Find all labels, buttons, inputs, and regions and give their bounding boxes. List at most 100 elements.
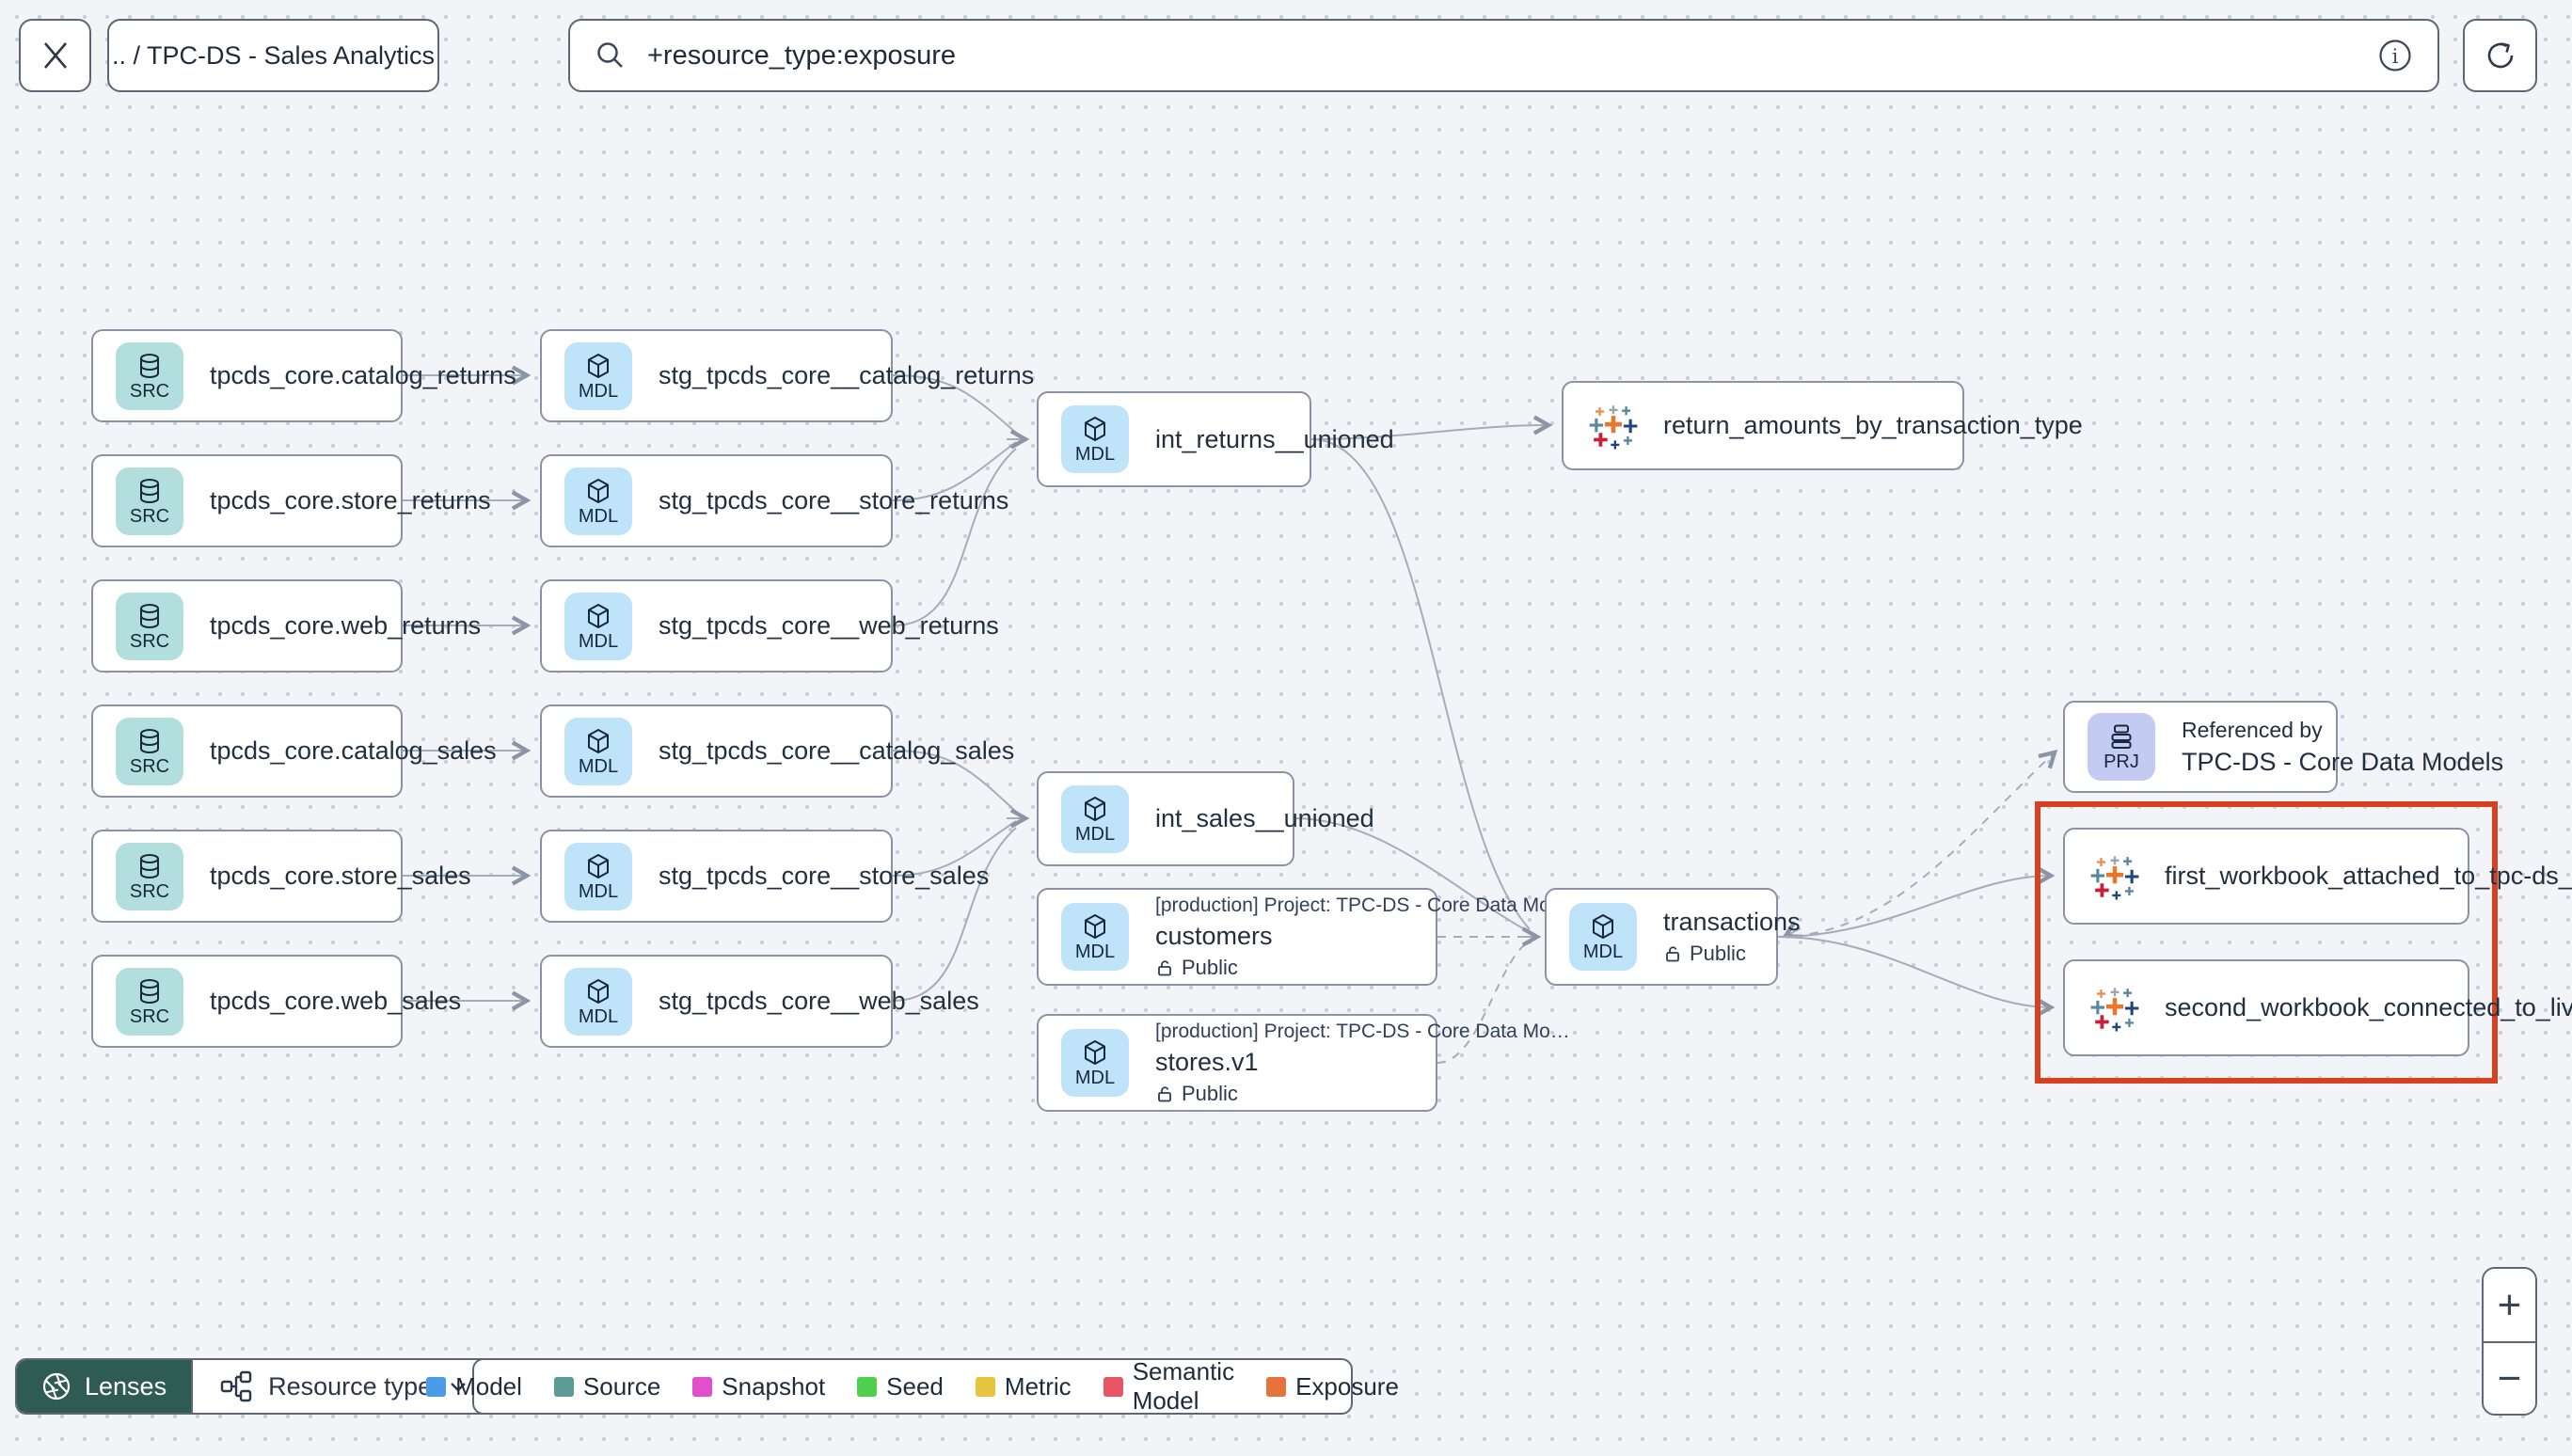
- node-project-reference[interactable]: PRJ Referenced by TPC-DS - Core Data Mod…: [2063, 701, 2503, 793]
- info-icon[interactable]: i: [2377, 38, 2413, 73]
- node-customers[interactable]: MDL [production] Project: TPC-DS - Core …: [1037, 888, 1570, 986]
- tableau-icon: [2090, 987, 2139, 1031]
- node-source-store-returns[interactable]: SRC tpcds_core.store_returns: [91, 454, 491, 547]
- node-source-catalog-returns[interactable]: SRC tpcds_core.catalog_returns: [91, 329, 516, 422]
- badge-label: SRC: [129, 505, 170, 527]
- node-access: Public: [1155, 956, 1570, 980]
- node-title: stg_tpcds_core__web_sales: [659, 987, 979, 1015]
- badge-label: MDL: [578, 880, 619, 902]
- node-int-returns-unioned[interactable]: MDL int_returns__unioned: [1037, 391, 1394, 487]
- node-exposure-first-workbook[interactable]: first_workbook_attached_to_tpc-ds_-_…: [2063, 828, 2572, 925]
- database-icon: [140, 353, 159, 378]
- node-title: second_workbook_connected_to_live…: [2165, 993, 2572, 1021]
- model-badge: MDL: [564, 592, 632, 660]
- search-input[interactable]: [645, 39, 2358, 72]
- node-source-store-sales[interactable]: SRC tpcds_core.store_sales: [91, 830, 471, 923]
- legend-item-semantic-model: Semantic Model: [1103, 1357, 1234, 1416]
- node-stg-web-returns[interactable]: MDL stg_tpcds_core__web_returns: [540, 579, 999, 673]
- source-swatch: [553, 1376, 574, 1397]
- legend-item-metric: Metric: [975, 1372, 1072, 1401]
- node-stg-catalog-sales[interactable]: MDL stg_tpcds_core__catalog_sales: [540, 704, 1014, 798]
- access-label: Public: [1182, 1081, 1238, 1105]
- legend-item-exposure: Exposure: [1266, 1372, 1399, 1401]
- node-title: int_sales__unioned: [1155, 804, 1374, 832]
- model-badge: MDL: [564, 717, 632, 785]
- badge-label: MDL: [1582, 942, 1624, 962]
- refresh-button[interactable]: [2463, 19, 2537, 92]
- snapshot-swatch: [692, 1376, 713, 1397]
- node-title: stg_tpcds_core__store_sales: [659, 862, 990, 890]
- cube-icon: [588, 978, 609, 1004]
- badge-label: SRC: [129, 380, 170, 402]
- badge-label: MDL: [578, 1005, 619, 1027]
- badge-label: MDL: [1074, 942, 1116, 962]
- node-exposure-second-workbook[interactable]: second_workbook_connected_to_live…: [2063, 959, 2572, 1056]
- node-transactions[interactable]: MDL transactions Public: [1545, 888, 1801, 986]
- cube-icon: [1085, 417, 1105, 441]
- seed-swatch: [857, 1376, 878, 1397]
- close-icon: [43, 42, 67, 69]
- node-stg-store-returns[interactable]: MDL stg_tpcds_core__store_returns: [540, 454, 1008, 547]
- node-source-catalog-sales[interactable]: SRC tpcds_core.catalog_sales: [91, 704, 497, 798]
- badge-label: PRJ: [2104, 752, 2139, 772]
- badge-label: MDL: [578, 505, 619, 527]
- source-badge: SRC: [116, 341, 183, 410]
- database-icon: [140, 478, 159, 503]
- search-bar: i: [568, 19, 2439, 92]
- archive-icon: [2111, 724, 2132, 749]
- node-stg-web-sales[interactable]: MDL stg_tpcds_core__web_sales: [540, 955, 979, 1048]
- node-exposure-return-amounts[interactable]: return_amounts_by_transaction_type: [1562, 381, 2083, 470]
- node-title: return_amounts_by_transaction_type: [1663, 411, 2083, 439]
- node-stores-v1[interactable]: MDL [production] Project: TPC-DS - Core …: [1037, 1014, 1570, 1112]
- breadcrumb[interactable]: .. / TPC-DS - Sales Analytics: [107, 19, 439, 92]
- badge-label: SRC: [129, 755, 170, 777]
- source-badge: SRC: [116, 842, 183, 910]
- node-source-web-sales[interactable]: SRC tpcds_core.web_sales: [91, 955, 461, 1048]
- cube-icon: [588, 353, 609, 378]
- node-title: int_returns__unioned: [1155, 424, 1394, 453]
- access-label: Public: [1182, 955, 1238, 979]
- source-badge: SRC: [116, 592, 183, 660]
- node-stg-catalog-returns[interactable]: MDL stg_tpcds_core__catalog_returns: [540, 329, 1034, 422]
- node-project-subtitle: [production] Project: TPC-DS - Core Data…: [1155, 1020, 1570, 1042]
- svg-text:i: i: [2392, 45, 2399, 68]
- node-source-web-returns[interactable]: SRC tpcds_core.web_returns: [91, 579, 481, 673]
- cube-icon: [1085, 796, 1105, 821]
- project-badge: PRJ: [2088, 713, 2155, 781]
- model-badge: MDL: [1061, 903, 1129, 971]
- source-badge: SRC: [116, 967, 183, 1036]
- breadcrumb-label: .. / TPC-DS - Sales Analytics: [111, 40, 436, 70]
- lineage-icon: [220, 1370, 252, 1402]
- node-title: stg_tpcds_core__store_returns: [659, 486, 1009, 514]
- database-icon: [140, 978, 159, 1004]
- highlight-rectangle: [2035, 801, 2498, 1084]
- badge-label: MDL: [578, 380, 619, 402]
- model-badge: MDL: [1569, 903, 1637, 971]
- node-access: Public: [1663, 942, 1801, 966]
- referenced-by-label: Referenced by: [2182, 717, 2323, 742]
- database-icon: [140, 853, 159, 878]
- node-title: tpcds_core.catalog_returns: [210, 361, 516, 389]
- source-badge: SRC: [116, 717, 183, 785]
- zoom-in-button[interactable]: +: [2484, 1269, 2535, 1341]
- cube-icon: [1085, 914, 1105, 939]
- badge-label: SRC: [129, 880, 170, 902]
- node-title: tpcds_core.web_returns: [210, 611, 482, 640]
- tableau-icon: [1589, 404, 1638, 449]
- source-badge: SRC: [116, 467, 183, 535]
- lenses-button[interactable]: Lenses: [17, 1360, 192, 1413]
- search-icon: [597, 42, 623, 68]
- zoom-out-button[interactable]: −: [2484, 1341, 2535, 1414]
- cube-icon: [1085, 1040, 1105, 1065]
- unlock-icon: [1666, 946, 1679, 962]
- semantic-model-swatch: [1103, 1376, 1123, 1397]
- model-badge: MDL: [1061, 405, 1129, 473]
- node-title: tpcds_core.store_sales: [210, 862, 471, 890]
- legend-item-snapshot: Snapshot: [692, 1372, 825, 1401]
- node-access: Public: [1155, 1082, 1570, 1106]
- close-lineage-button[interactable]: [19, 19, 91, 92]
- node-title: stg_tpcds_core__catalog_sales: [659, 736, 1015, 765]
- node-int-sales-unioned[interactable]: MDL int_sales__unioned: [1037, 771, 1374, 866]
- cube-icon: [588, 478, 609, 503]
- node-stg-store-sales[interactable]: MDL stg_tpcds_core__store_sales: [540, 830, 989, 923]
